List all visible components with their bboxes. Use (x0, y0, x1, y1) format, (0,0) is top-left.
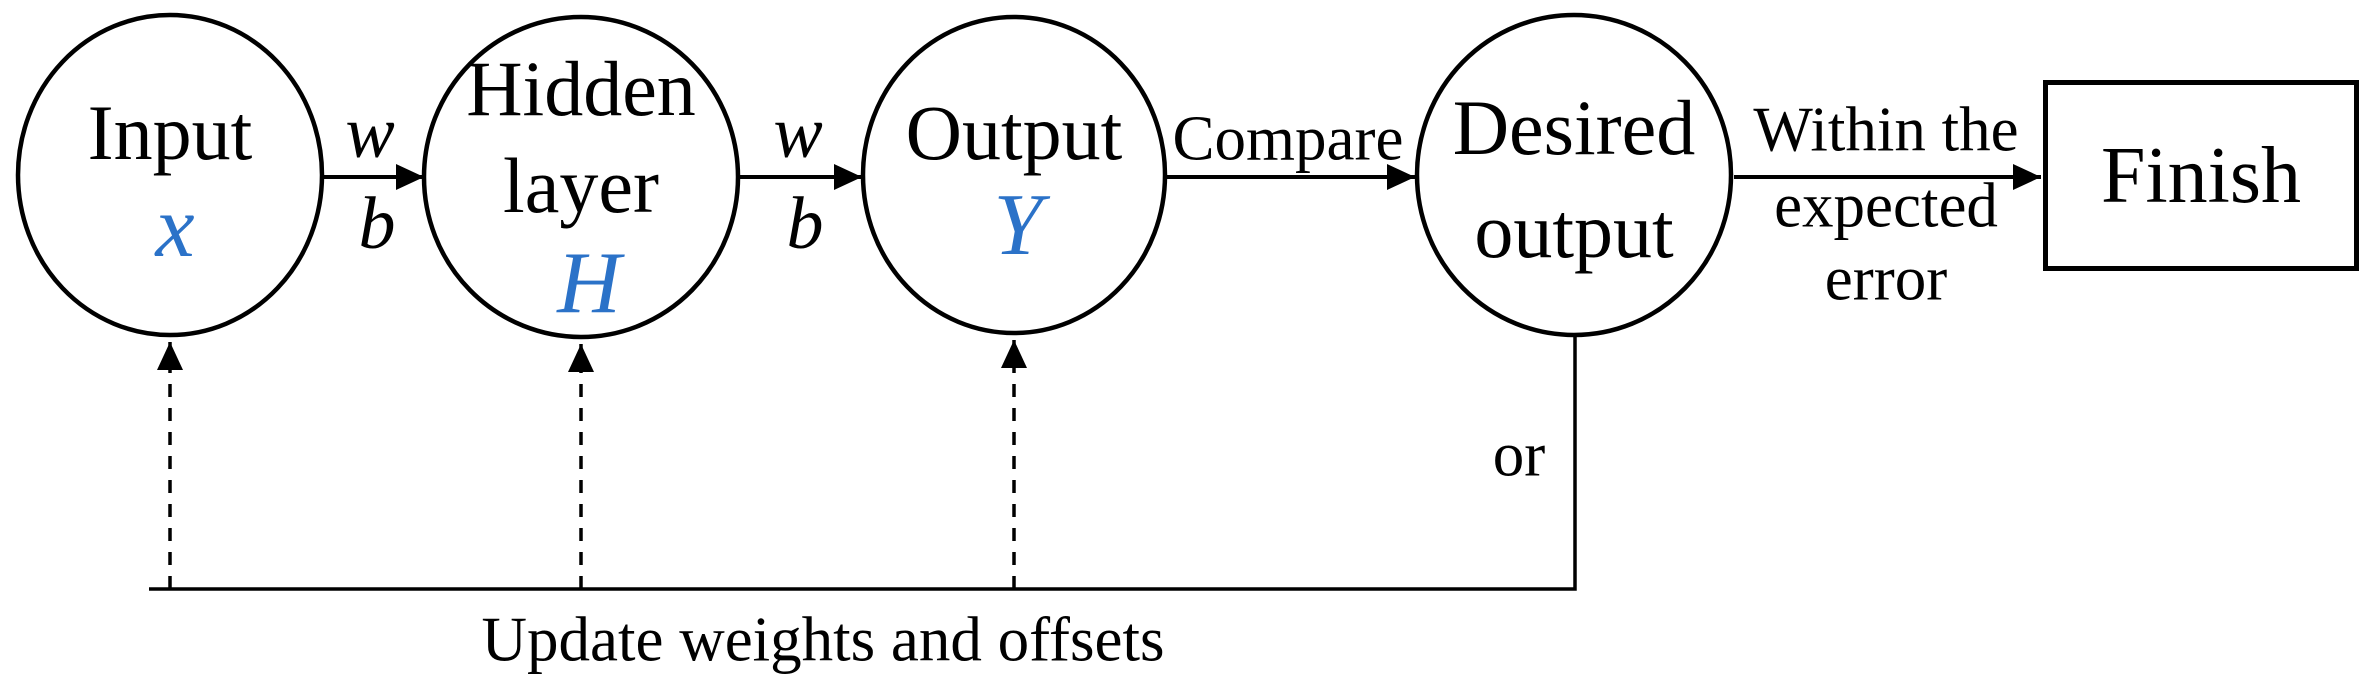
feedback-path-line (149, 337, 1577, 591)
output-symbol-y: Y (993, 177, 1043, 274)
output-node-label: Output (905, 89, 1123, 176)
within-expected-error-label-line2: expected (1774, 170, 1998, 241)
hidden-layer-node-ellipse (421, 14, 741, 340)
input-node-ellipse (15, 12, 325, 338)
hidden-symbol-h: H (557, 235, 621, 332)
or-branch-label: or (1492, 419, 1546, 490)
within-expected-error-label-line3: error (1824, 243, 1948, 314)
weight-label-hidden-output: w (773, 92, 823, 174)
update-weights-offsets-label: Update weights and offsets (481, 604, 1165, 675)
desired-node-label-line1: Desired (1452, 84, 1696, 171)
finish-label: Finish (2100, 131, 2302, 220)
hidden-node-label-line2: layer (503, 142, 659, 229)
within-expected-error-label-line1: Within the (1753, 94, 2019, 165)
bias-label-hidden-output: b (786, 183, 824, 265)
bias-label-input-hidden: b (358, 183, 396, 265)
input-node-label: Input (87, 89, 253, 176)
desired-node-label-line2: output (1474, 187, 1674, 274)
compare-edge-label: Compare (1172, 103, 1404, 174)
hidden-node-label-line1: Hidden (466, 45, 696, 132)
output-node-ellipse (860, 14, 1168, 336)
finish-box: Finish (2043, 80, 2359, 271)
weight-label-input-hidden: w (345, 92, 395, 174)
desired-output-node-ellipse (1414, 12, 1734, 338)
input-symbol-x: x (155, 179, 195, 276)
